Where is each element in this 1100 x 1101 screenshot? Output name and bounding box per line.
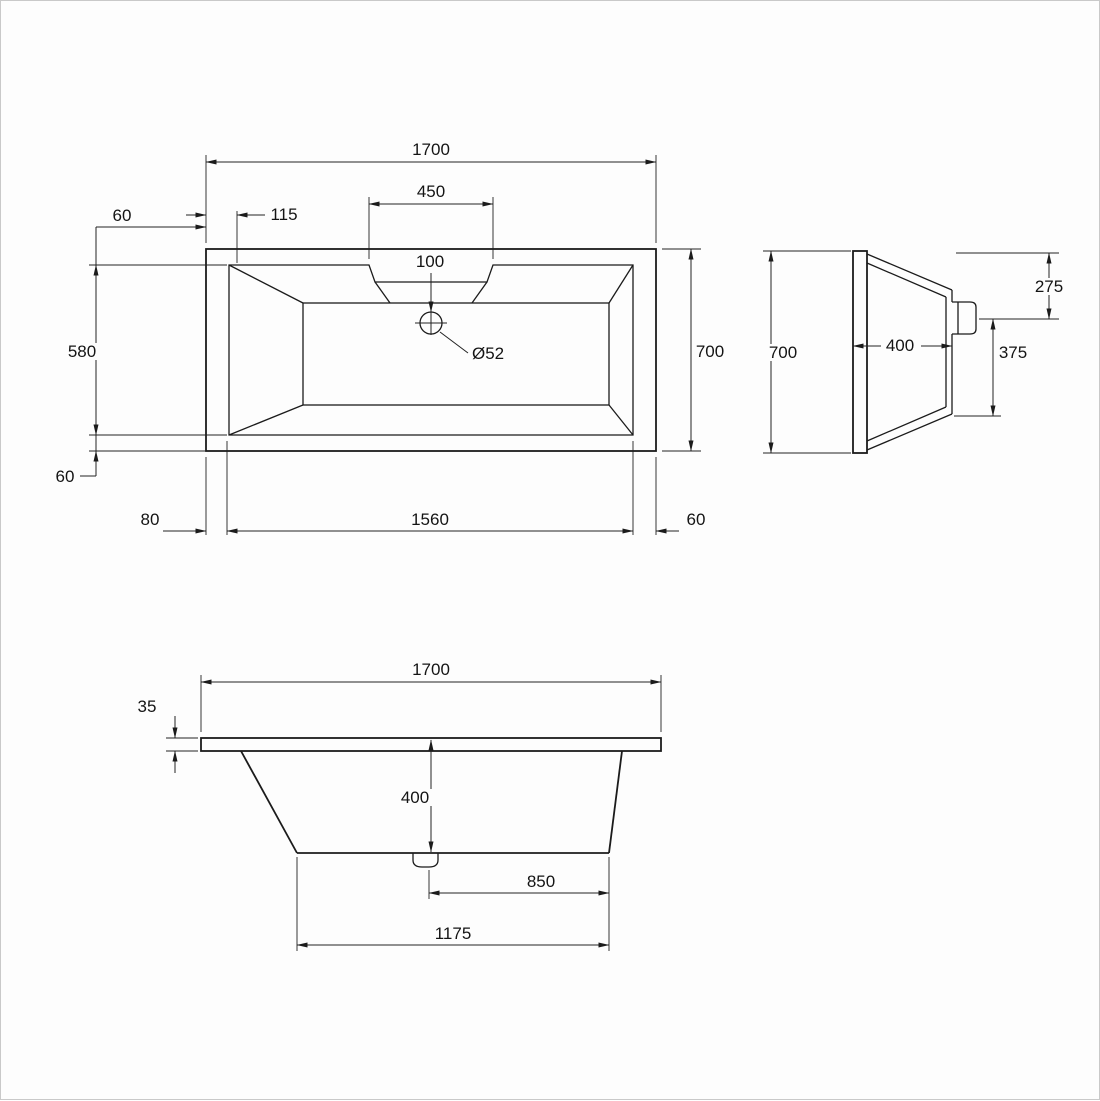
dim-plan-inner-width: 580 bbox=[68, 342, 96, 361]
dim-end-inner-depth: 400 bbox=[886, 336, 914, 355]
dim-plan-rim-bottom: 60 bbox=[56, 467, 75, 486]
dim-front-overall-length: 1700 bbox=[412, 660, 450, 679]
end-section-view bbox=[763, 250, 1059, 454]
front-elevation-view bbox=[166, 675, 662, 951]
end-outline bbox=[852, 250, 977, 454]
dim-plan-rim-top: 60 bbox=[113, 206, 132, 225]
front-dimension-lines bbox=[166, 675, 662, 951]
dim-plan-end-inset-right: 60 bbox=[687, 510, 706, 529]
plan-outline bbox=[205, 248, 657, 452]
dim-plan-end-inset-left: 80 bbox=[141, 510, 160, 529]
dim-plan-waste-diameter: Ø52 bbox=[472, 344, 504, 363]
dim-front-depth: 400 bbox=[401, 788, 429, 807]
dim-plan-overflow-offset: 100 bbox=[416, 252, 444, 271]
dim-front-rim-thickness: 35 bbox=[138, 697, 157, 716]
dim-plan-deck-offset: 115 bbox=[270, 205, 297, 224]
label-mask bbox=[62, 343, 102, 360]
label-mask bbox=[395, 789, 435, 806]
plan-dimension-lines bbox=[80, 155, 701, 535]
dim-front-waste-to-end: 850 bbox=[527, 872, 555, 891]
waste-drain-icon bbox=[415, 311, 469, 354]
label-mask bbox=[1029, 278, 1069, 295]
drain-trap-icon bbox=[412, 853, 439, 868]
dim-plan-overall-width: 700 bbox=[696, 342, 724, 361]
dimension-labels: 1700 450 115 60 100 580 700 Ø52 60 80 15… bbox=[56, 140, 1069, 943]
plan-view bbox=[80, 155, 701, 535]
label-mask bbox=[763, 344, 803, 361]
dim-plan-overall-length: 1700 bbox=[412, 140, 450, 159]
dim-end-overall-width: 700 bbox=[769, 343, 797, 362]
dim-end-upper-offset: 275 bbox=[1035, 277, 1063, 296]
dim-plan-inner-length: 1560 bbox=[411, 510, 449, 529]
dim-front-base-length: 1175 bbox=[435, 924, 472, 943]
dim-plan-deck-width: 450 bbox=[417, 182, 445, 201]
dim-end-lower-offset: 375 bbox=[999, 343, 1027, 362]
